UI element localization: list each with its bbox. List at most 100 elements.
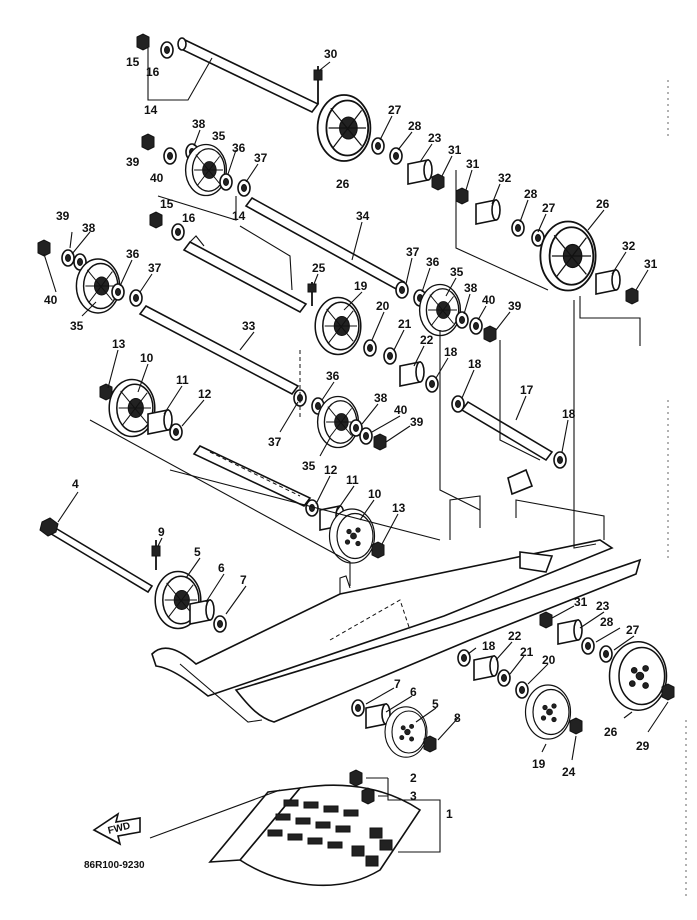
callout-3: 3 <box>410 789 417 803</box>
callout-36: 36 <box>426 255 440 269</box>
callout-39: 39 <box>126 155 140 169</box>
slide-rail-frame <box>151 468 642 723</box>
fwd-label: FWD <box>107 821 132 837</box>
callout-27: 27 <box>626 623 640 637</box>
nut-15-mid <box>149 211 163 229</box>
washer-18-end <box>553 451 567 469</box>
callout-25: 25 <box>312 261 326 275</box>
callout-40: 40 <box>44 293 58 307</box>
bolt-39-upper <box>141 133 155 151</box>
callout-28: 28 <box>524 187 538 201</box>
washer-18-lower <box>457 649 471 667</box>
callout-20: 20 <box>376 299 390 313</box>
washer-7-left <box>213 615 227 633</box>
callout-5: 5 <box>432 697 439 711</box>
washer-20-upper <box>363 339 377 357</box>
callout-8: 8 <box>454 711 461 725</box>
bolt-39-left <box>37 239 51 257</box>
callout-20: 20 <box>542 653 556 667</box>
callout-26: 26 <box>336 177 350 191</box>
washer-6-left <box>189 599 215 625</box>
washer-27-top <box>371 137 385 155</box>
wheel-19-upper <box>314 296 362 356</box>
callout-27: 27 <box>388 103 402 117</box>
callout-33: 33 <box>242 319 256 333</box>
diagram-code: 86R100-9230 <box>84 860 145 871</box>
washer-12-upper <box>169 423 183 441</box>
track-clip-2 <box>349 769 363 787</box>
bolt-39-lower <box>373 433 387 451</box>
callout-10: 10 <box>368 487 382 501</box>
washer-38-left <box>61 249 75 267</box>
nut-8 <box>423 735 437 753</box>
callout-39: 39 <box>410 415 424 429</box>
wheel-19-lower <box>524 684 572 740</box>
washer-7-lower <box>351 699 365 717</box>
callout-40: 40 <box>482 293 496 307</box>
washer-28-lower <box>581 637 595 655</box>
callout-36: 36 <box>232 141 246 155</box>
callout-35: 35 <box>70 319 84 333</box>
callout-7: 7 <box>394 677 401 691</box>
washer-36-upper <box>219 173 233 191</box>
callout-2: 2 <box>410 771 417 785</box>
callout-31: 31 <box>644 257 658 271</box>
disc-wheel-26-lower <box>608 641 668 711</box>
callout-16: 16 <box>182 211 196 225</box>
callout-18: 18 <box>562 407 576 421</box>
callout-19: 19 <box>354 279 368 293</box>
axle-14-top <box>177 37 320 114</box>
axle-4 <box>39 517 154 594</box>
wheel-35-upper <box>184 143 228 197</box>
callout-38: 38 <box>82 221 96 235</box>
washer-40-center <box>469 317 483 335</box>
fwd-arrow-icon: FWD <box>92 812 141 846</box>
callout-11: 11 <box>346 473 359 487</box>
track-belt <box>149 784 422 887</box>
nut-13-lower <box>371 541 385 559</box>
callout-17: 17 <box>520 383 534 397</box>
nut-31-far-right <box>625 287 639 305</box>
washer-28-right <box>511 219 525 237</box>
nut-24 <box>569 717 583 735</box>
nut-31-lower <box>539 611 553 629</box>
callout-1: 1 <box>446 807 453 821</box>
washer-40-lower <box>359 427 373 445</box>
callout-21: 21 <box>520 645 534 659</box>
callout-26: 26 <box>596 197 610 211</box>
grease-nipple-25 <box>307 282 317 306</box>
callout-40: 40 <box>394 403 408 417</box>
shaft-33 <box>138 304 300 396</box>
callout-9: 9 <box>158 525 165 539</box>
callout-15: 15 <box>126 55 140 69</box>
callout-15: 15 <box>160 197 174 211</box>
callout-13: 13 <box>112 337 126 351</box>
callout-36: 36 <box>126 247 140 261</box>
callout-18: 18 <box>482 639 496 653</box>
washer-27-lower <box>599 645 613 663</box>
collar-32-lower <box>595 269 621 295</box>
callout-38: 38 <box>464 281 478 295</box>
collar-22-upper <box>399 361 425 387</box>
callout-37: 37 <box>268 435 282 449</box>
callout-16: 16 <box>146 65 160 79</box>
callout-5: 5 <box>194 545 201 559</box>
callout-14: 14 <box>232 209 246 223</box>
callout-31: 31 <box>466 157 480 171</box>
callout-6: 6 <box>218 561 225 575</box>
callout-38: 38 <box>374 391 388 405</box>
nut-29 <box>661 683 675 701</box>
callout-28: 28 <box>600 615 614 629</box>
callout-35: 35 <box>450 265 464 279</box>
callout-14: 14 <box>144 103 158 117</box>
callout-27: 27 <box>542 201 556 215</box>
nut-15-top <box>136 33 150 51</box>
callout-21: 21 <box>398 317 412 331</box>
collar-22-lower <box>473 655 499 681</box>
collar-32-upper <box>475 199 501 225</box>
axle-17 <box>460 400 554 462</box>
callout-32: 32 <box>498 171 512 185</box>
collar-23-top <box>407 159 433 185</box>
callout-37: 37 <box>148 261 162 275</box>
washer-38-center <box>455 311 469 329</box>
